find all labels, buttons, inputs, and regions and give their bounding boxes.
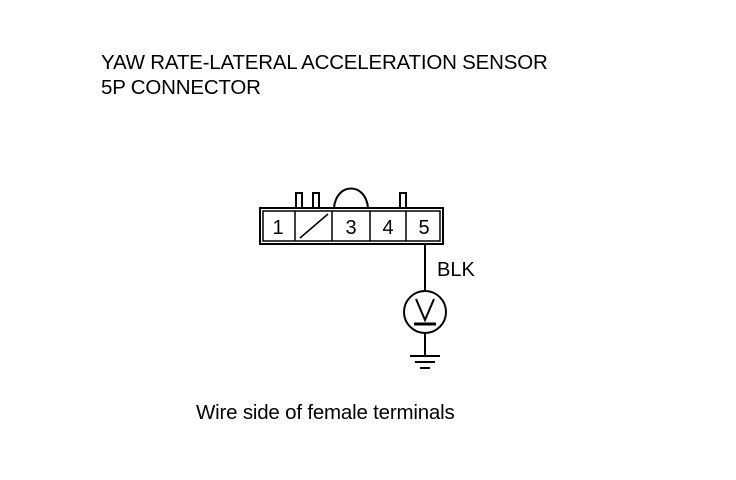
diagram-title: YAW RATE-LATERAL ACCELERATION SENSOR 5P … — [101, 50, 548, 100]
wire-color-label: BLK — [437, 259, 475, 281]
connector-tab-1 — [295, 192, 303, 208]
pin-label-5: 5 — [418, 217, 429, 239]
empty-cavity-slash — [299, 213, 329, 239]
connector-housing — [259, 207, 444, 245]
connector-latch — [333, 187, 369, 209]
diagram-caption: Wire side of female terminals — [196, 401, 455, 424]
voltmeter-icon — [403, 290, 447, 334]
pin-label-4: 4 — [382, 217, 393, 239]
connector-inner-border — [262, 210, 441, 242]
pin-label-3: 3 — [345, 217, 356, 239]
connector-tab-2 — [312, 192, 320, 208]
ground-icon — [410, 355, 440, 369]
voltmeter-v-symbol — [415, 298, 435, 323]
title-line-1: YAW RATE-LATERAL ACCELERATION SENSOR — [101, 51, 548, 74]
title-line-2: 5P CONNECTOR — [101, 76, 261, 99]
connector-tab-3 — [399, 192, 407, 208]
pin-label-1: 1 — [272, 217, 283, 239]
